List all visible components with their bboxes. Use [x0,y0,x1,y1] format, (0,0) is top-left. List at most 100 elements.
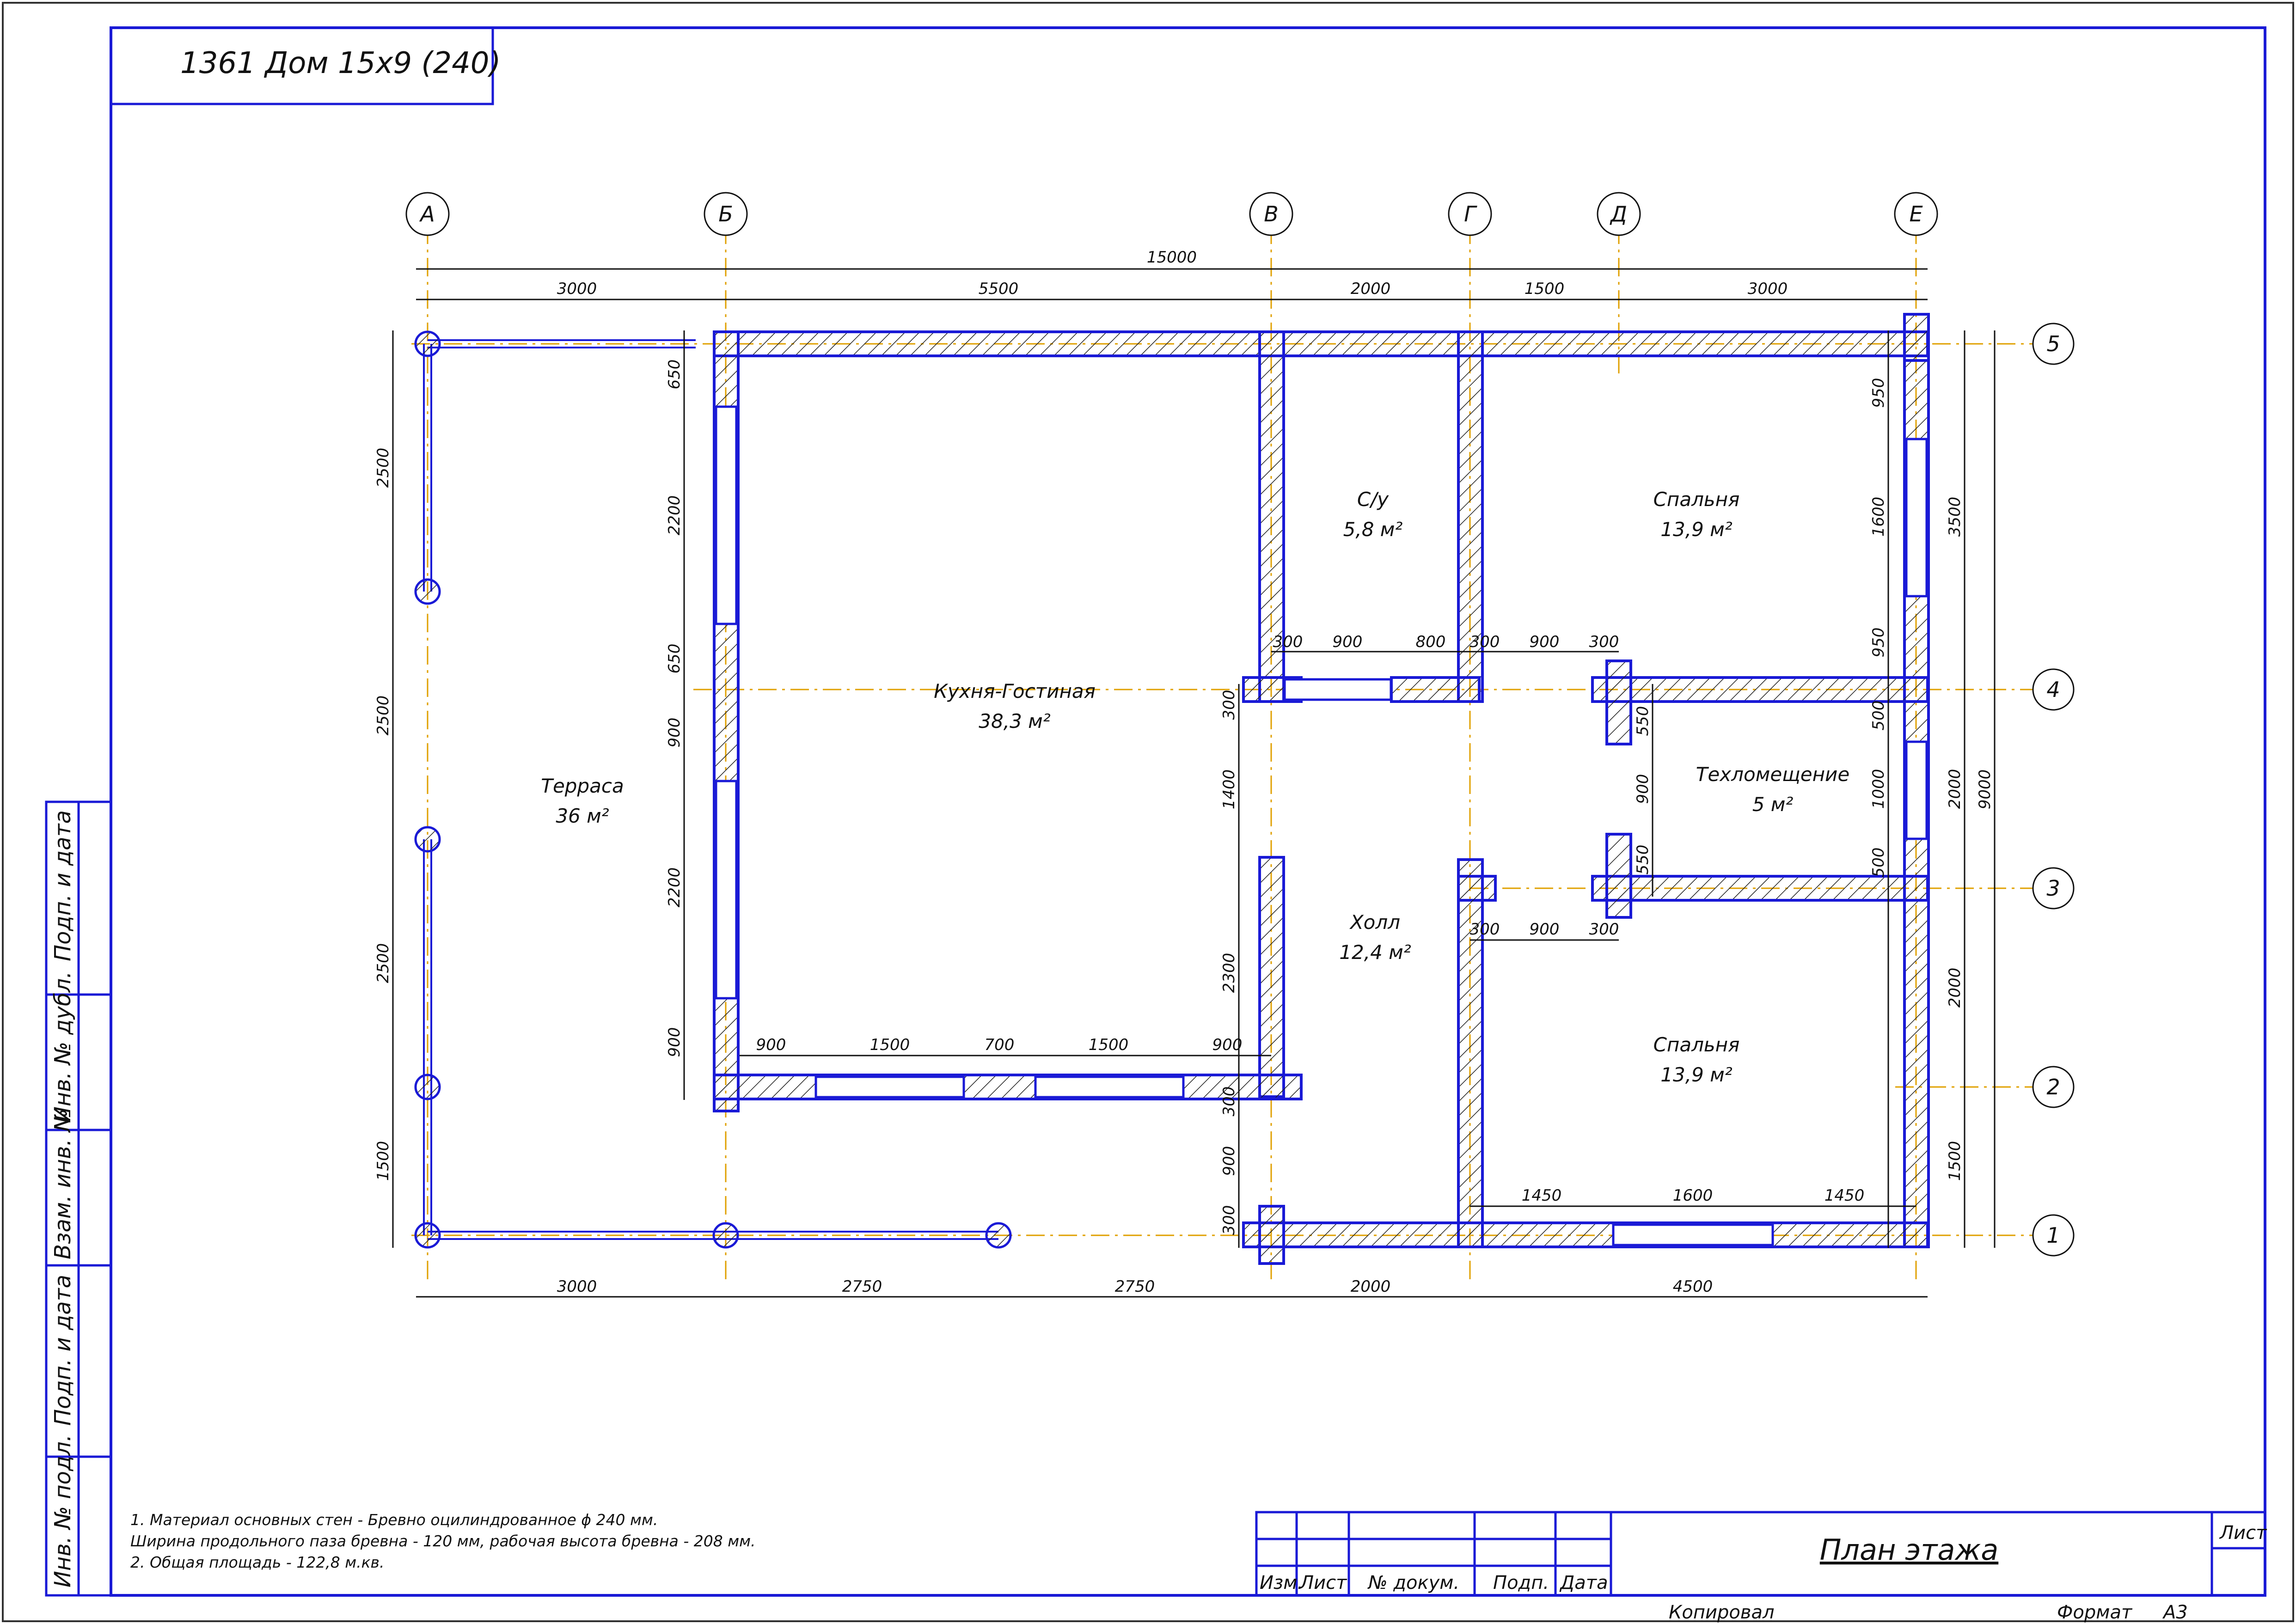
dim-partition-row3: 300 900 300 [1470,920,1619,939]
svg-text:15000: 15000 [1147,248,1197,267]
svg-text:300: 300 [1470,633,1500,651]
dim-tech-vertical: 550 900 550 [1634,706,1652,875]
svg-text:Кухня-Гостиная: Кухня-Гостиная [934,680,1096,702]
svg-text:1400: 1400 [1220,769,1238,810]
svg-text:300: 300 [1220,1205,1238,1235]
svg-text:900: 900 [665,1027,684,1057]
svg-text:900: 900 [1634,774,1652,804]
svg-text:1: 1 [2046,1223,2060,1248]
svg-text:4: 4 [2046,677,2060,702]
window-openings [715,405,1928,1246]
svg-text:3000: 3000 [557,1277,597,1296]
svg-text:3: 3 [2046,876,2060,901]
svg-text:36 м²: 36 м² [556,805,609,827]
svg-text:900: 900 [665,718,684,748]
svg-text:2300: 2300 [1220,953,1238,993]
dim-left-outer: 1500 2500 2500 2500 [374,448,392,1181]
svg-text:300: 300 [1220,690,1238,720]
svg-text:2500: 2500 [374,943,392,983]
title-block [1255,1511,2266,1597]
axis-4-bubble: 4 [2032,668,2075,711]
svg-text:650: 650 [665,360,684,390]
svg-text:С/у: С/у [1357,488,1389,511]
svg-text:3000: 3000 [1748,280,1788,298]
svg-text:1500: 1500 [870,1036,910,1054]
svg-text:900: 900 [1220,1146,1238,1176]
svg-text:950: 950 [1869,378,1888,408]
svg-text:Е: Е [1909,201,1923,226]
dim-partition-row4: 300 900 800 300 900 300 [1273,633,1619,651]
dim-hall-vertical: 300 900 300 2300 1400 300 [1220,690,1238,1235]
svg-text:1600: 1600 [1869,497,1888,537]
svg-text:Спальня: Спальня [1653,1033,1740,1056]
svg-text:1. Материал основных стен - Бр: 1. Материал основных стен - Бревно оцили… [130,1511,658,1529]
svg-text:5: 5 [2046,331,2060,356]
svg-text:1450: 1450 [1825,1186,1865,1205]
svg-text:Техломещение: Техломещение [1696,763,1849,786]
svg-text:Ширина продольного паза бревна: Ширина продольного паза бревна - 120 мм,… [130,1532,756,1550]
room-bedroom-top: Спальня 13,9 м² [1653,488,1740,541]
svg-text:3500: 3500 [1946,497,1964,537]
tb-format-value: А3 [2162,1602,2188,1623]
svg-text:300: 300 [1220,1087,1238,1117]
svg-text:900: 900 [756,1036,786,1054]
svg-text:650: 650 [665,644,684,674]
svg-text:900: 900 [1333,633,1363,651]
svg-text:2500: 2500 [374,696,392,736]
axis-5-bubble: 5 [2032,323,2075,365]
room-hall: Холл 12,4 м² [1339,911,1411,964]
axis-2-bubble: 2 [2032,1066,2075,1108]
svg-text:900: 900 [1212,1036,1243,1054]
tb-copied: Копировал [1669,1602,1775,1623]
svg-text:4500: 4500 [1673,1277,1713,1296]
axis-e-bubble: Е [1894,192,1938,236]
svg-text:900: 900 [1530,920,1560,939]
dim-top: 15000 3000 5500 2000 1500 3000 [557,248,1788,298]
dim-left-inner: 900 2200 900 650 2200 650 [665,360,684,1057]
axis-a-bubble: А [405,192,450,236]
svg-text:1500: 1500 [1089,1036,1129,1054]
svg-text:2000: 2000 [1946,968,1964,1008]
drawing-title: 1361 Дом 15х9 (240) [180,46,501,80]
terrace-railing [423,339,998,1240]
svg-text:950: 950 [1869,628,1888,658]
axis-3-bubble: 3 [2032,867,2075,910]
svg-text:2: 2 [2046,1075,2060,1099]
svg-text:900: 900 [1530,633,1560,651]
svg-text:А: А [419,201,435,226]
side-label-repl-inv: Взам. инв. № [50,1109,76,1259]
svg-text:2. Общая площадь - 122,8 м.кв.: 2. Общая площадь - 122,8 м.кв. [130,1553,384,1571]
side-label-orig-inv: Инв. № подл. [50,1435,76,1587]
svg-text:550: 550 [1634,845,1652,875]
svg-text:Холл: Холл [1349,911,1400,934]
svg-text:1450: 1450 [1522,1186,1562,1205]
svg-text:Г: Г [1464,201,1477,226]
svg-text:5,8 м²: 5,8 м² [1343,518,1403,541]
axis-b-bubble: Б [704,192,748,236]
dimension-lines [392,268,1996,1298]
tb-header-date: Дата [1559,1572,1608,1593]
tb-format-label: Формат [2057,1602,2133,1623]
tb-header-change: Изм. [1260,1572,1303,1593]
svg-text:13,9 м²: 13,9 м² [1660,1063,1733,1086]
svg-text:12,4 м²: 12,4 м² [1339,941,1411,964]
svg-text:300: 300 [1273,633,1303,651]
dim-right: 1500 2000 2000 3500 9000 950 1600 950 50… [1869,378,1994,1181]
side-label-dup-inv: Инв. № дубл. [50,971,76,1123]
walls [713,313,1930,1265]
svg-text:1500: 1500 [374,1141,392,1181]
axis-d-bubble: Д [1597,192,1641,236]
svg-text:2750: 2750 [1115,1277,1155,1296]
svg-text:300: 300 [1589,920,1619,939]
svg-text:Спальня: Спальня [1653,488,1740,511]
svg-text:13,9 м²: 13,9 м² [1660,518,1733,541]
svg-text:1500: 1500 [1946,1141,1964,1181]
axis-g-bubble: Г [1448,192,1492,236]
axis-lines [411,226,2034,1280]
svg-text:2000: 2000 [1351,280,1391,298]
svg-text:В: В [1264,201,1279,226]
